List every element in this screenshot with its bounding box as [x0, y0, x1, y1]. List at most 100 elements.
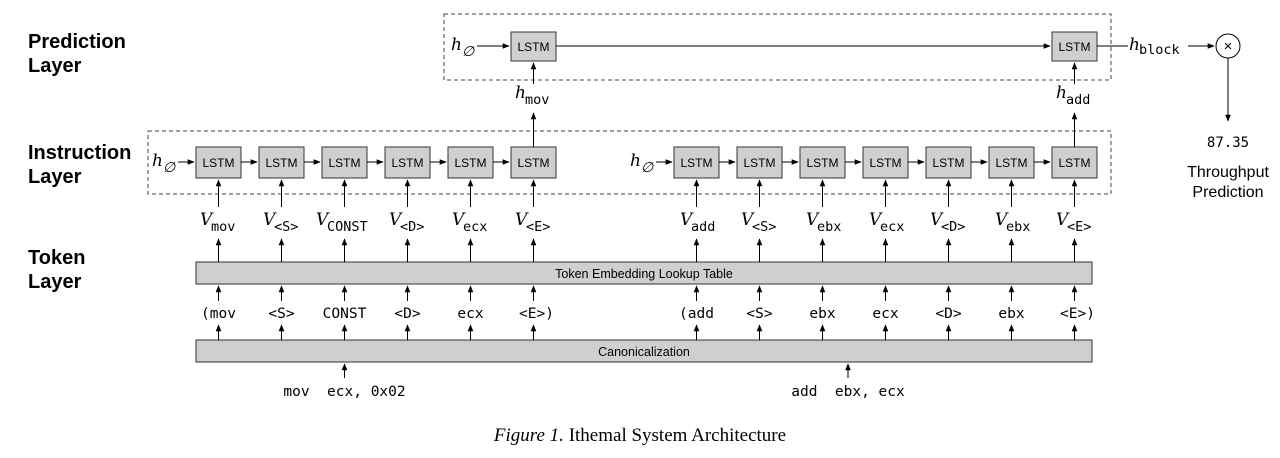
vector-label: V<S> — [741, 210, 776, 235]
vector-subscript: ecx — [463, 219, 487, 235]
figure-caption-number: Figure 1. — [493, 425, 564, 446]
token-layer-label: Token Layer — [28, 247, 85, 293]
token-label: <E>) — [1060, 306, 1095, 322]
instruction-lstm-cell: LSTM — [799, 146, 846, 179]
vector-subscript: <E> — [526, 219, 550, 235]
h-block-subscript: block — [1139, 42, 1180, 58]
h-add-symbol: h — [1056, 83, 1067, 103]
instruction-lstm-cell: LSTM — [1051, 146, 1098, 179]
prediction-lstm-cell-first: LSTM — [510, 31, 557, 62]
prediction-lstm-label-first: LSTM — [517, 40, 549, 54]
instruction-lstm-box — [195, 146, 242, 179]
vector-subscript: add — [691, 219, 715, 235]
prediction-layer-label-line2: Layer — [28, 55, 82, 77]
instruction-lstm-label: LSTM — [806, 156, 838, 170]
instruction-lstm-label: LSTM — [995, 156, 1027, 170]
token-label: (add — [679, 306, 714, 322]
instruction-lstm-cell: LSTM — [384, 146, 431, 179]
instruction-lstm-box — [447, 146, 494, 179]
instruction-lstm-cell: LSTM — [673, 146, 720, 179]
h-block-label: h block — [1129, 35, 1180, 58]
instruction-lstm-cell: LSTM — [258, 146, 305, 179]
vector-symbol: V — [1056, 210, 1070, 230]
instruction-lstm-cell: LSTM — [447, 146, 494, 179]
instruction-empty-set-left: ∅ — [163, 160, 176, 176]
vector-symbol: V — [515, 210, 529, 230]
instruction-layer-label-line2: Layer — [28, 166, 82, 188]
prediction-lstm-box-first — [510, 31, 557, 62]
instruction-lstm-label: LSTM — [391, 156, 423, 170]
instruction-lstm-label: LSTM — [202, 156, 234, 170]
instruction-lstm-box — [862, 146, 909, 179]
token-label: <E>) — [519, 306, 554, 322]
instruction-lstm-box — [384, 146, 431, 179]
prediction-layer-box — [443, 13, 1112, 81]
vector-symbol: V — [869, 210, 883, 230]
embedding-table: Token Embedding Lookup Table — [195, 261, 1093, 285]
instruction-lstm-box — [799, 146, 846, 179]
vector-symbol: V — [930, 210, 944, 230]
token-label: <S> — [746, 306, 772, 322]
vector-symbol: V — [316, 210, 330, 230]
multiply-icon: × — [1224, 38, 1233, 55]
prediction-lstm-box-last — [1051, 31, 1098, 62]
instruction-lstm-cell: LSTM — [195, 146, 242, 179]
instruction-lstm-label: LSTM — [265, 156, 297, 170]
canonicalization-bar — [195, 339, 1093, 363]
vector-symbol: V — [741, 210, 755, 230]
h-add-label: h add — [1056, 83, 1090, 108]
token-layer-label-line2: Layer — [28, 271, 82, 293]
throughput-label-line1: Throughput — [1187, 164, 1269, 181]
token-label: ebx — [809, 306, 835, 322]
instruction-lstm-cell: LSTM — [321, 146, 368, 179]
prediction-empty-set: ∅ — [462, 44, 475, 60]
vector-subscript: ebx — [817, 219, 841, 235]
prediction-lstm-cell-last: LSTM — [1051, 31, 1098, 62]
token-label: CONST — [323, 306, 367, 322]
token-label: <S> — [268, 306, 294, 322]
prediction-layer-label: Prediction Layer — [28, 31, 126, 77]
instruction-lstm-label: LSTM — [869, 156, 901, 170]
embedding-table-label: Token Embedding Lookup Table — [555, 267, 733, 281]
instruction-lstm-label: LSTM — [932, 156, 964, 170]
prediction-layer-label-line1: Prediction — [28, 31, 126, 53]
vector-symbol: V — [389, 210, 403, 230]
instruction-lstm-label: LSTM — [680, 156, 712, 170]
vector-symbol: V — [452, 210, 466, 230]
instruction-lstm-box — [510, 146, 557, 179]
vector-symbol: V — [263, 210, 277, 230]
vector-symbol: V — [806, 210, 820, 230]
vector-subscript: ecx — [880, 219, 904, 235]
figure-caption-text: Ithemal System Architecture — [564, 425, 786, 446]
instruction-lstm-cell: LSTM — [988, 146, 1035, 179]
throughput-value: 87.35 — [1207, 135, 1249, 151]
vector-label: V<S> — [263, 210, 298, 235]
instruction-lstm-cell: LSTM — [862, 146, 909, 179]
vector-subscript: ebx — [1006, 219, 1030, 235]
instruction-lstm-label: LSTM — [1058, 156, 1090, 170]
instruction-empty-set-right: ∅ — [641, 160, 654, 176]
vector-label: V<D> — [389, 210, 424, 235]
h-mov-label: h mov — [515, 83, 549, 108]
vector-subscript: <S> — [274, 219, 298, 235]
vector-label: V<D> — [930, 210, 965, 235]
vector-subscript: <S> — [752, 219, 776, 235]
vector-subscript: CONST — [327, 219, 368, 235]
token-layer-label-line1: Token — [28, 247, 85, 269]
multiply-node: × — [1215, 33, 1241, 59]
instruction-group-add: LSTM LSTM LSTM LSTM LSTM LSTM LSTM Vadd … — [673, 146, 1098, 400]
instruction-lstm-label: LSTM — [743, 156, 775, 170]
instruction-layer-box — [147, 130, 1112, 195]
token-label: <D> — [394, 306, 420, 322]
vector-label: V<E> — [1056, 210, 1091, 235]
instruction-h-symbol-left: h — [152, 151, 163, 171]
vector-label: V<E> — [515, 210, 550, 235]
